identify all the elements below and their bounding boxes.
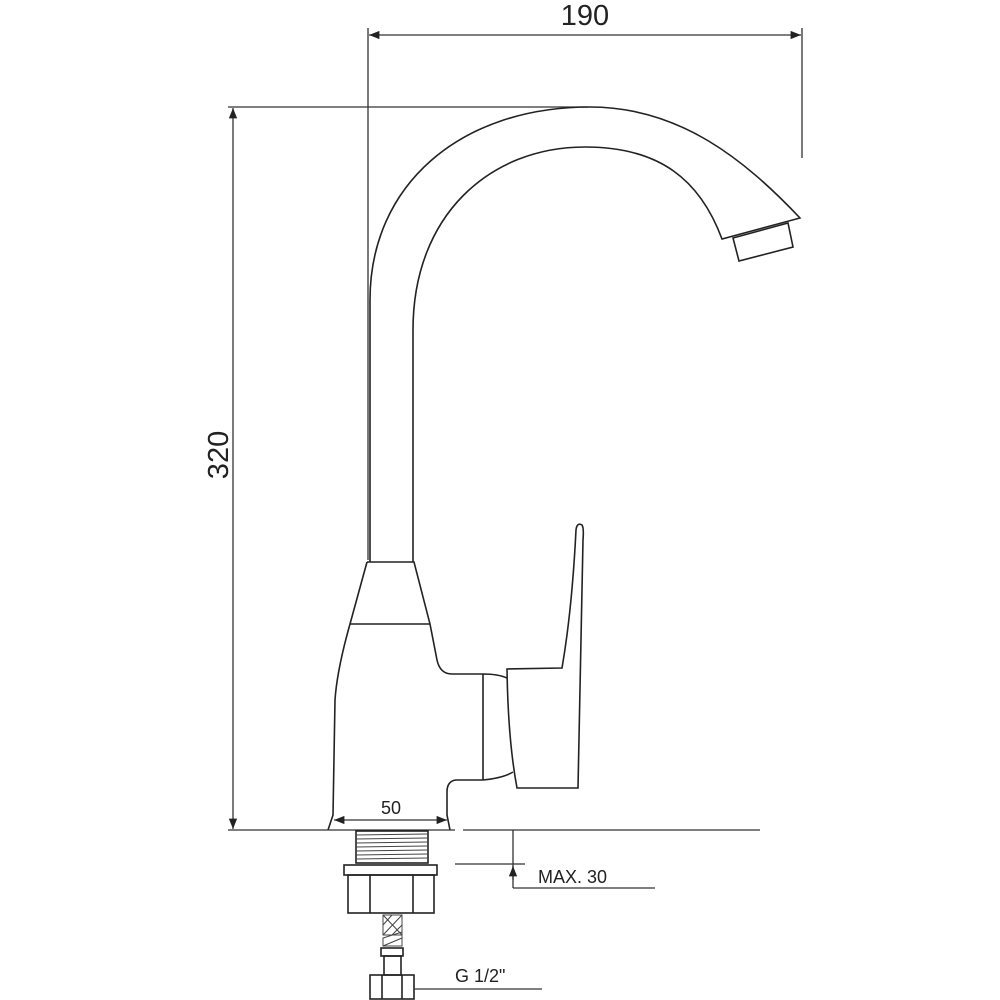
dimension-max-thickness: MAX. 30 — [455, 830, 655, 889]
max-thickness-label: MAX. 30 — [538, 867, 607, 887]
lever-handle — [506, 523, 585, 789]
aerator — [732, 222, 794, 262]
mounting-nut — [343, 864, 438, 914]
connection-callout: G 1/2" — [414, 966, 542, 990]
base-label: 50 — [381, 798, 401, 818]
dimension-reach: 190 — [367, 0, 803, 560]
reach-label: 190 — [561, 0, 609, 32]
flexible-hose — [369, 914, 415, 1000]
thread-label: G 1/2" — [455, 966, 505, 986]
dimension-base: 50 — [334, 798, 447, 825]
threaded-shank — [355, 830, 429, 864]
height-label: 320 — [203, 431, 235, 479]
faucet-body — [327, 561, 514, 831]
dimension-height: 320 — [203, 106, 588, 829]
cartridge — [482, 673, 514, 781]
spout — [369, 106, 802, 562]
